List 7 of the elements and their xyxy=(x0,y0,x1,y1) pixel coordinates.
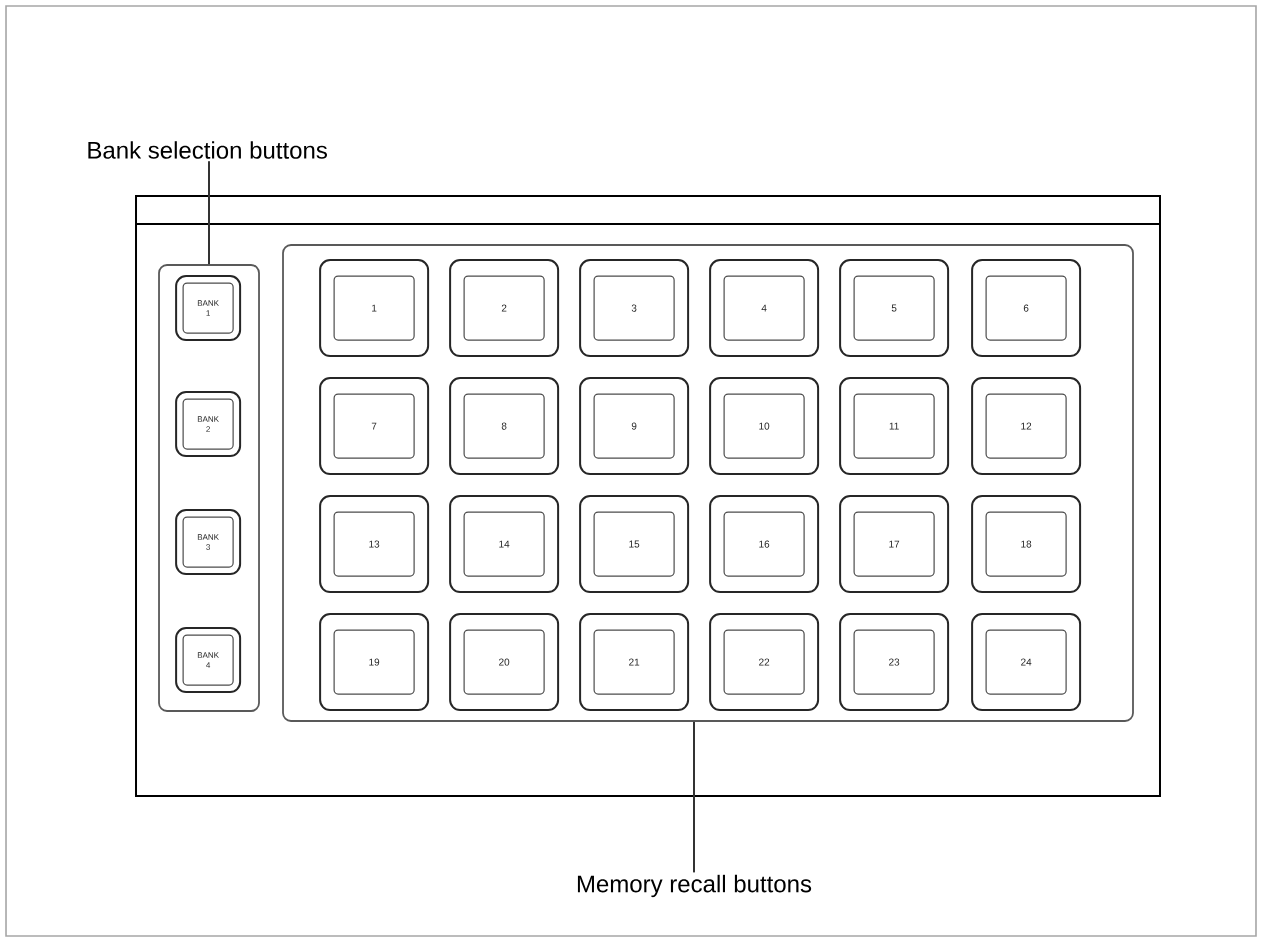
leader-line xyxy=(693,720,695,874)
button-group-frame xyxy=(158,264,260,712)
control-panel xyxy=(135,195,1161,797)
leader-line xyxy=(208,160,210,266)
callout-label: Bank selection buttons xyxy=(88,141,327,159)
callout-label: Memory recall buttons xyxy=(577,874,812,898)
button-group-frame xyxy=(282,244,1134,722)
